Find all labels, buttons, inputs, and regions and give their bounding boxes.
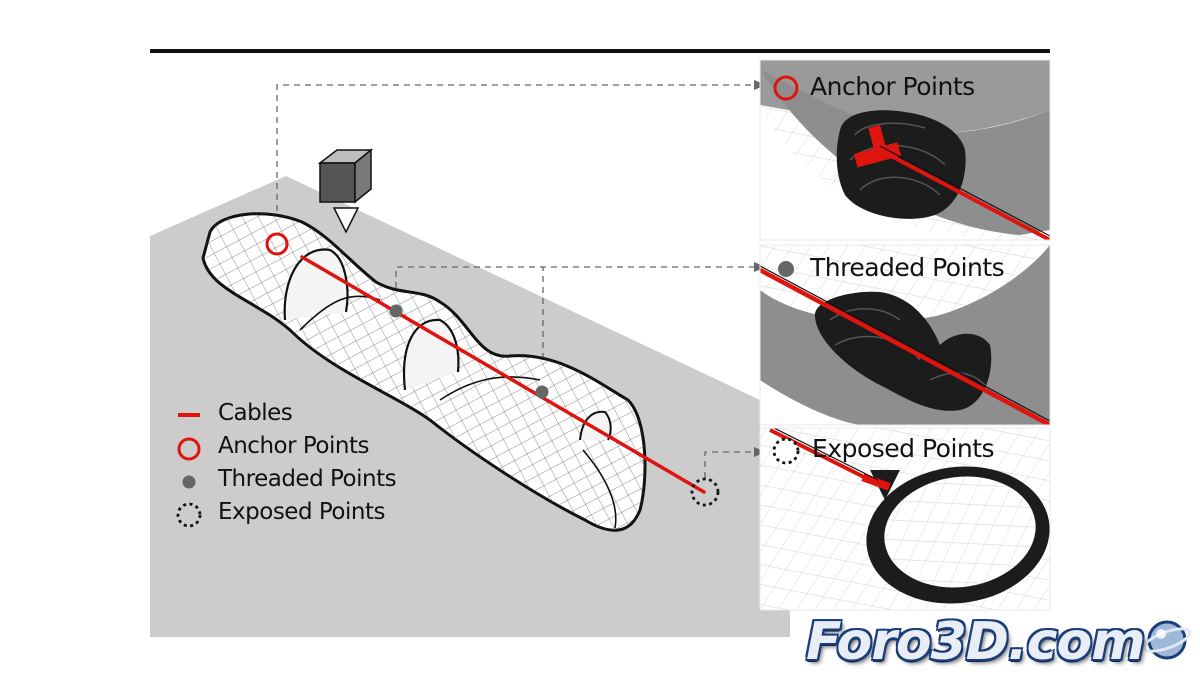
legend-threaded-icon (182, 475, 196, 489)
mesh-object (201, 212, 647, 532)
panel-anchor-label: Anchor Points (810, 72, 975, 101)
printer-nozzle-icon (317, 148, 374, 234)
legend-anchor-icon (177, 437, 201, 461)
legend-anchor-label: Anchor Points (218, 433, 369, 459)
legend-symbols (176, 413, 202, 528)
leader-anchor (276, 84, 755, 244)
threaded-point-marker-1 (389, 304, 403, 318)
panel-threaded-label: Threaded Points (810, 253, 1005, 282)
legend-threaded-label: Threaded Points (218, 466, 397, 492)
panel-anchor-marker (773, 75, 799, 101)
legend-exposed-icon (176, 502, 202, 528)
cable-main (300, 255, 706, 494)
panel-exposed (760, 428, 1050, 610)
anchor-point-marker (265, 232, 289, 256)
panel-exposed-label: Exposed Points (812, 434, 995, 463)
panel-threaded (760, 245, 1050, 425)
legend-exposed-label: Exposed Points (218, 499, 385, 525)
panel-anchor (760, 60, 1050, 240)
panel-threaded-marker (778, 261, 794, 277)
exposed-point-marker (690, 477, 720, 507)
threaded-point-marker-2 (535, 385, 549, 399)
legend-cable-icon (178, 413, 200, 417)
top-rule (150, 49, 1050, 53)
watermark-globe-icon (1142, 620, 1192, 660)
watermark-text: Foro3D.com (806, 612, 1145, 672)
leader-exposed (704, 451, 755, 478)
panel-exposed-marker (772, 437, 800, 465)
legend-cables-label: Cables (218, 400, 293, 426)
